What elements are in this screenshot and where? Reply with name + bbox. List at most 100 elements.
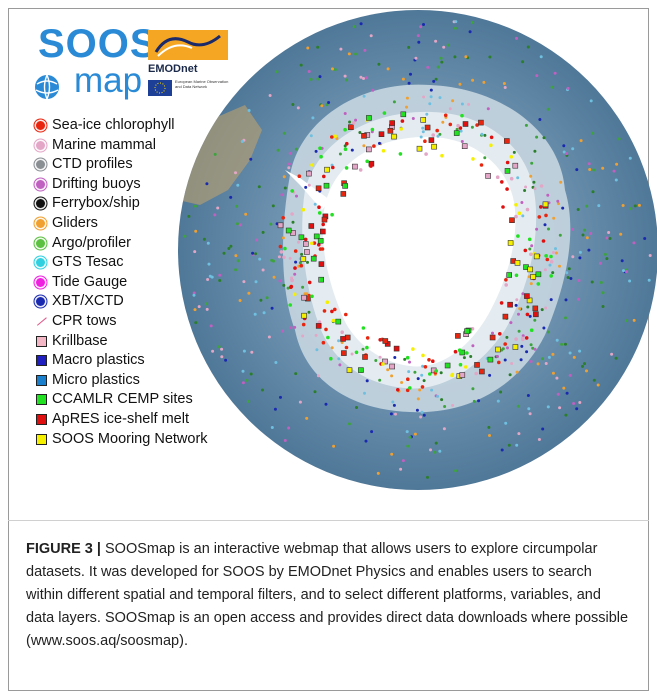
ocean-point <box>271 204 275 208</box>
coastal-point <box>505 160 510 165</box>
ocean-point <box>210 275 214 279</box>
ocean-point <box>413 370 417 374</box>
coastal-point <box>396 388 400 392</box>
legend-label: Drifting buoys <box>52 175 141 192</box>
ocean-point <box>515 443 519 447</box>
coastal-point <box>369 164 373 168</box>
square-symbol-icon <box>36 374 47 386</box>
ocean-point <box>439 371 443 375</box>
coastal-point <box>524 336 529 340</box>
ocean-point <box>578 250 582 254</box>
ocean-point <box>405 105 408 109</box>
coastal-square <box>308 223 315 229</box>
ocean-point <box>554 247 557 251</box>
polar-map[interactable] <box>0 0 657 520</box>
ocean-point <box>519 358 523 362</box>
coastal-point <box>460 113 464 118</box>
coastal-point <box>489 135 494 140</box>
ocean-point <box>548 263 552 267</box>
ocean-point <box>562 144 566 148</box>
ocean-point <box>517 312 520 316</box>
ocean-point <box>392 403 396 407</box>
coastal-point <box>340 330 345 335</box>
legend-item: Gliders <box>36 214 208 234</box>
ocean-point <box>542 326 546 330</box>
ocean-point <box>339 47 343 51</box>
ocean-point <box>527 407 531 411</box>
ocean-point <box>605 257 609 261</box>
ocean-point <box>276 148 280 152</box>
ocean-point <box>416 377 420 381</box>
ocean-point <box>565 391 569 395</box>
ocean-point <box>363 48 367 52</box>
ocean-point <box>566 276 570 279</box>
coastal-point <box>475 123 479 127</box>
coastal-point <box>381 149 386 153</box>
ocean-point <box>305 292 309 296</box>
ocean-point <box>422 95 426 99</box>
ocean-point <box>468 30 472 34</box>
legend-item: GTS Tesac <box>36 253 208 273</box>
ocean-point <box>540 308 544 312</box>
ocean-point <box>358 131 362 134</box>
ocean-point <box>524 185 528 189</box>
coastal-square <box>387 128 394 134</box>
ocean-point <box>217 345 221 349</box>
ocean-point <box>309 134 313 138</box>
ocean-point <box>305 416 309 420</box>
coastal-point <box>443 113 448 118</box>
ocean-point <box>242 280 246 284</box>
ocean-point <box>521 334 525 338</box>
coastal-point <box>470 327 475 331</box>
legend-item: CTD profiles <box>36 155 208 175</box>
legend-item: Ferrybox/ship <box>36 194 208 214</box>
ocean-point <box>610 352 614 356</box>
ocean-point <box>517 329 521 333</box>
ocean-point <box>547 227 550 231</box>
ocean-point <box>343 112 347 115</box>
coastal-point <box>457 348 462 353</box>
ocean-point <box>332 444 336 448</box>
ocean-point <box>283 186 287 190</box>
ocean-point <box>429 88 433 92</box>
coastal-square <box>462 121 469 127</box>
ocean-point <box>562 150 566 154</box>
ocean-point <box>532 180 536 184</box>
coastal-point <box>354 350 359 355</box>
ocean-point <box>585 204 589 208</box>
coastal-point <box>525 312 530 317</box>
coastal-point <box>321 340 326 345</box>
ocean-point <box>307 70 311 73</box>
ocean-point <box>254 280 258 284</box>
coastal-point <box>372 144 376 148</box>
ocean-point <box>213 152 217 156</box>
coastal-point <box>504 278 508 282</box>
coastal-point <box>317 243 321 247</box>
coastal-square <box>514 260 521 266</box>
coastal-square <box>317 238 324 244</box>
coastal-point <box>525 207 530 212</box>
ocean-point <box>407 370 411 374</box>
ocean-point <box>521 214 525 218</box>
ocean-point <box>355 406 358 409</box>
coastal-point <box>427 358 431 362</box>
ocean-point <box>250 350 254 354</box>
ocean-point <box>428 102 432 106</box>
ocean-point <box>585 236 589 240</box>
coastal-point <box>318 247 323 251</box>
ocean-point <box>515 36 518 40</box>
coastal-point <box>293 266 297 270</box>
coastal-point <box>382 111 387 115</box>
ocean-point <box>554 251 558 255</box>
ocean-point <box>313 202 317 206</box>
ocean-point <box>364 76 368 80</box>
ocean-point <box>378 355 382 359</box>
ocean-point <box>528 314 532 318</box>
ocean-point <box>543 268 547 272</box>
ocean-point <box>541 357 544 361</box>
coastal-data-points <box>277 111 554 393</box>
ocean-point <box>536 362 540 366</box>
coastal-point <box>503 342 508 346</box>
ocean-point <box>275 70 279 74</box>
ocean-point <box>426 475 429 479</box>
